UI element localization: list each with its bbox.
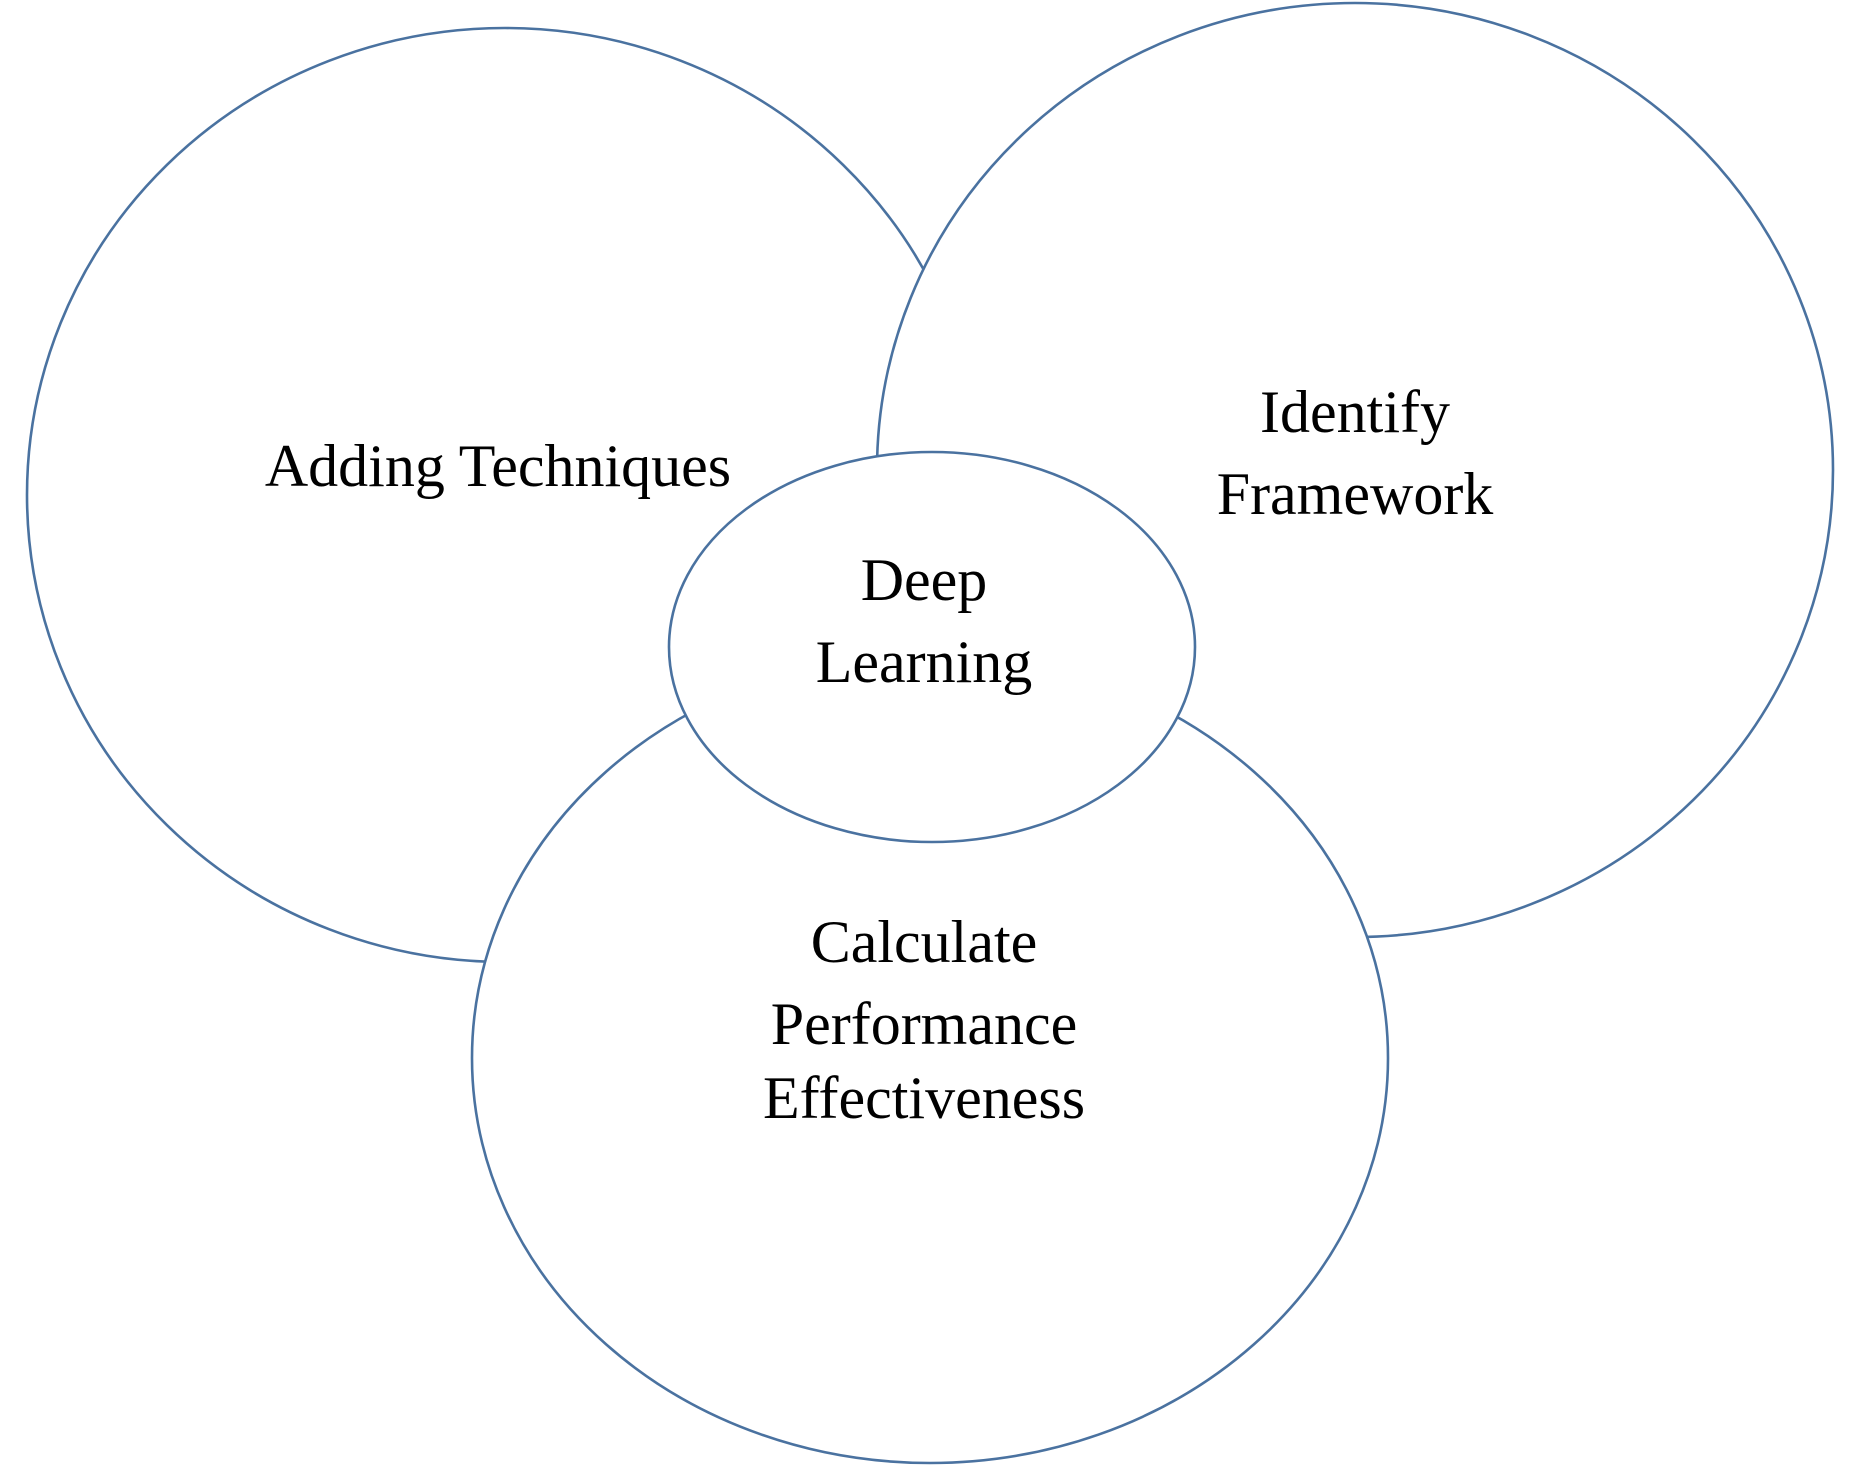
circle-calculate-performance-fill <box>472 653 1388 1463</box>
circle-deep-learning <box>667 450 1197 844</box>
label-calculate-line3: Effectiveness <box>763 1065 1085 1131</box>
label-calculate-line1: Calculate <box>811 909 1038 975</box>
label-deep-learning-line2: Learning <box>816 629 1033 695</box>
label-adding-techniques: Adding Techniques <box>265 433 731 499</box>
label-calculate-line2: Performance <box>771 991 1078 1057</box>
label-deep-learning-line1: Deep <box>861 547 988 613</box>
circle-deep-learning-fill <box>669 452 1195 842</box>
label-identify-line2: Framework <box>1217 461 1494 527</box>
label-identify-line1: Identify <box>1260 379 1450 445</box>
